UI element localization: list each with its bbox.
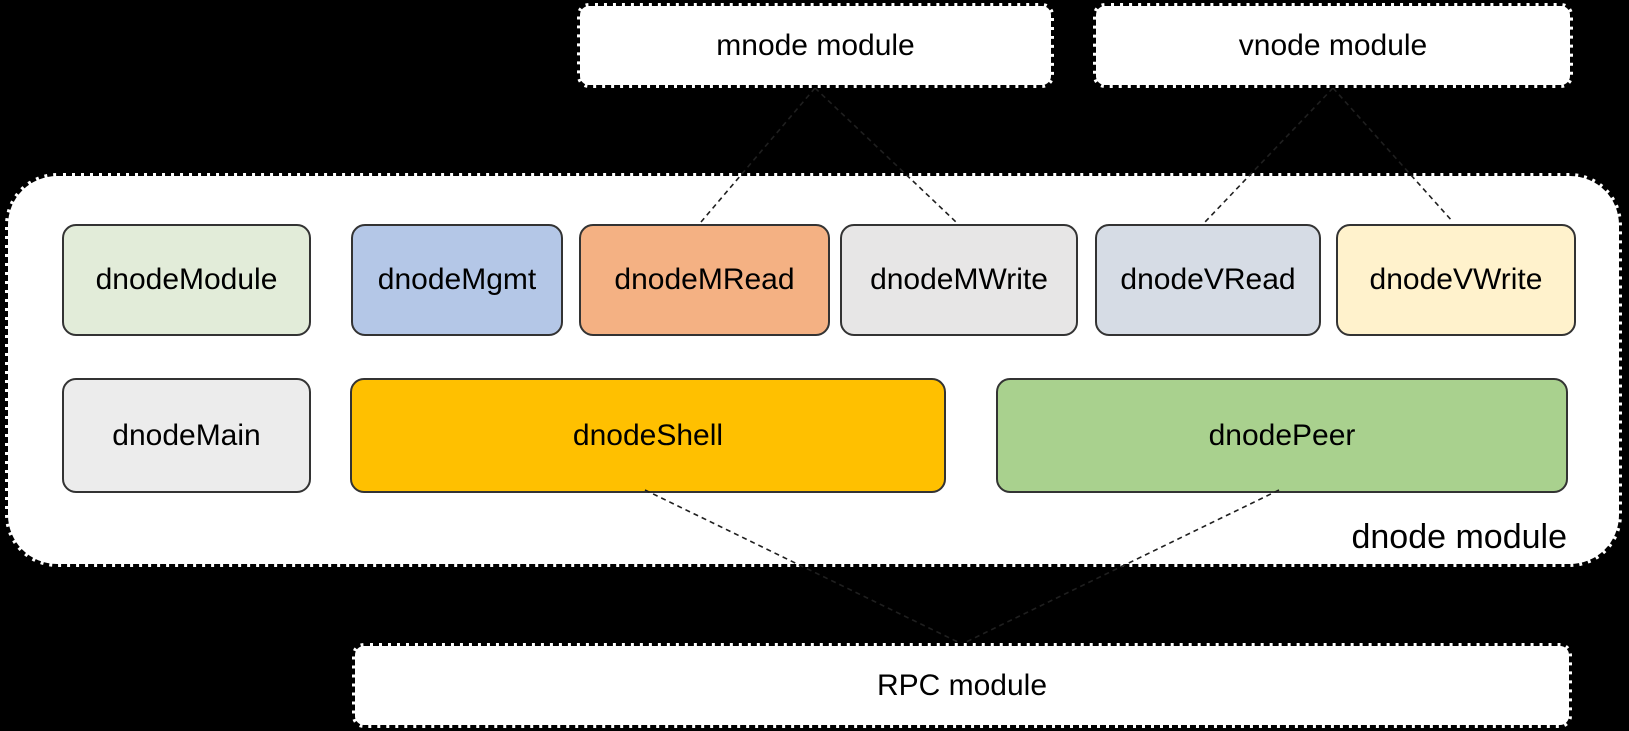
node-dnodeMRead: dnodeMRead (579, 224, 830, 336)
dnode-module-label: dnode module (1351, 518, 1567, 556)
vnode-module-box: vnode module (1093, 3, 1573, 88)
node-label: dnodeMain (112, 418, 261, 452)
node-dnodeShell: dnodeShell (350, 378, 946, 493)
rpc-module-label: RPC module (876, 668, 1048, 702)
link-vnode-dnodeVWrite (1332, 87, 1454, 223)
node-dnodeMain: dnodeMain (62, 378, 311, 493)
node-dnodeVWrite: dnodeVWrite (1336, 224, 1576, 336)
node-label: dnodeMWrite (870, 263, 1048, 296)
node-label: dnodeVRead (1120, 263, 1296, 296)
node-label: dnodeModule (95, 263, 278, 296)
node-dnodeModule: dnodeModule (62, 224, 311, 336)
rpc-module-box: RPC module (352, 643, 1572, 728)
node-label: dnodeVWrite (1369, 263, 1543, 296)
link-mnode-dnodeMRead (700, 87, 816, 223)
link-dnodeShell-rpc (644, 489, 963, 645)
node-label: dnodeShell (572, 418, 724, 452)
node-label: dnodeMRead (614, 263, 795, 296)
node-dnodeMWrite: dnodeMWrite (840, 224, 1078, 336)
mnode-module-label: mnode module (716, 28, 915, 62)
vnode-module-label: vnode module (1238, 28, 1428, 62)
node-dnodeVRead: dnodeVRead (1095, 224, 1321, 336)
node-label: dnodeMgmt (377, 263, 537, 296)
link-dnodePeer-rpc (961, 489, 1280, 645)
dnode-module-container: dnodeModule dnodeMgmt dnodeMRead dnodeMW… (5, 173, 1622, 567)
link-vnode-dnodeVRead (1204, 87, 1334, 223)
mnode-module-box: mnode module (577, 3, 1054, 88)
node-label: dnodePeer (1208, 418, 1356, 452)
link-mnode-dnodeMWrite (814, 87, 957, 223)
node-dnodePeer: dnodePeer (996, 378, 1568, 493)
node-dnodeMgmt: dnodeMgmt (351, 224, 563, 336)
